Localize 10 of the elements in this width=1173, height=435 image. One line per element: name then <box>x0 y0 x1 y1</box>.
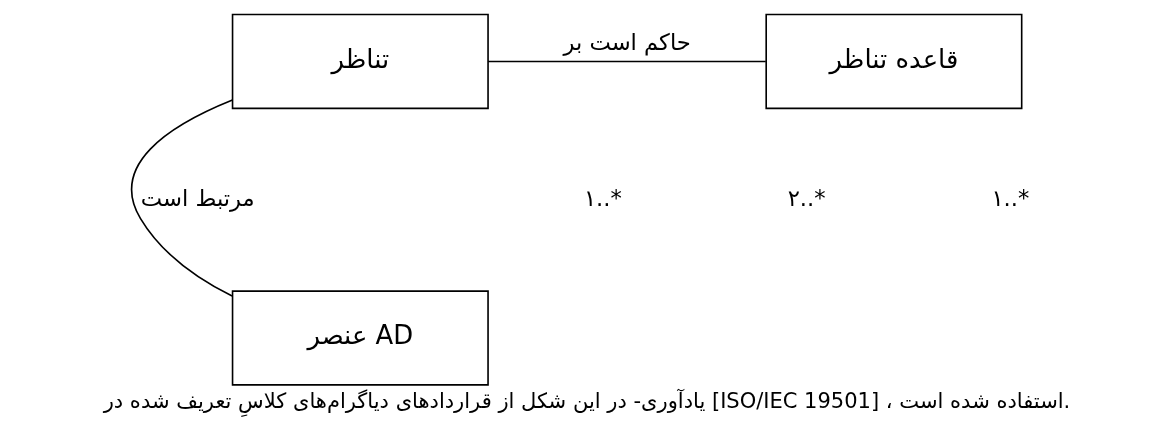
connector <box>130 99 233 297</box>
edge-label: مرتبط است <box>140 184 255 211</box>
node-box: عنصر AD <box>231 290 489 386</box>
node-box: قاعده تناظر <box>764 13 1022 110</box>
label: ۱..* <box>583 184 622 211</box>
label: ۲..* <box>787 184 826 211</box>
edge-label: حاکم است بر <box>562 29 691 56</box>
connector <box>486 60 767 63</box>
node-box: تناظر <box>231 13 489 110</box>
label: ۱..* <box>990 184 1029 211</box>
